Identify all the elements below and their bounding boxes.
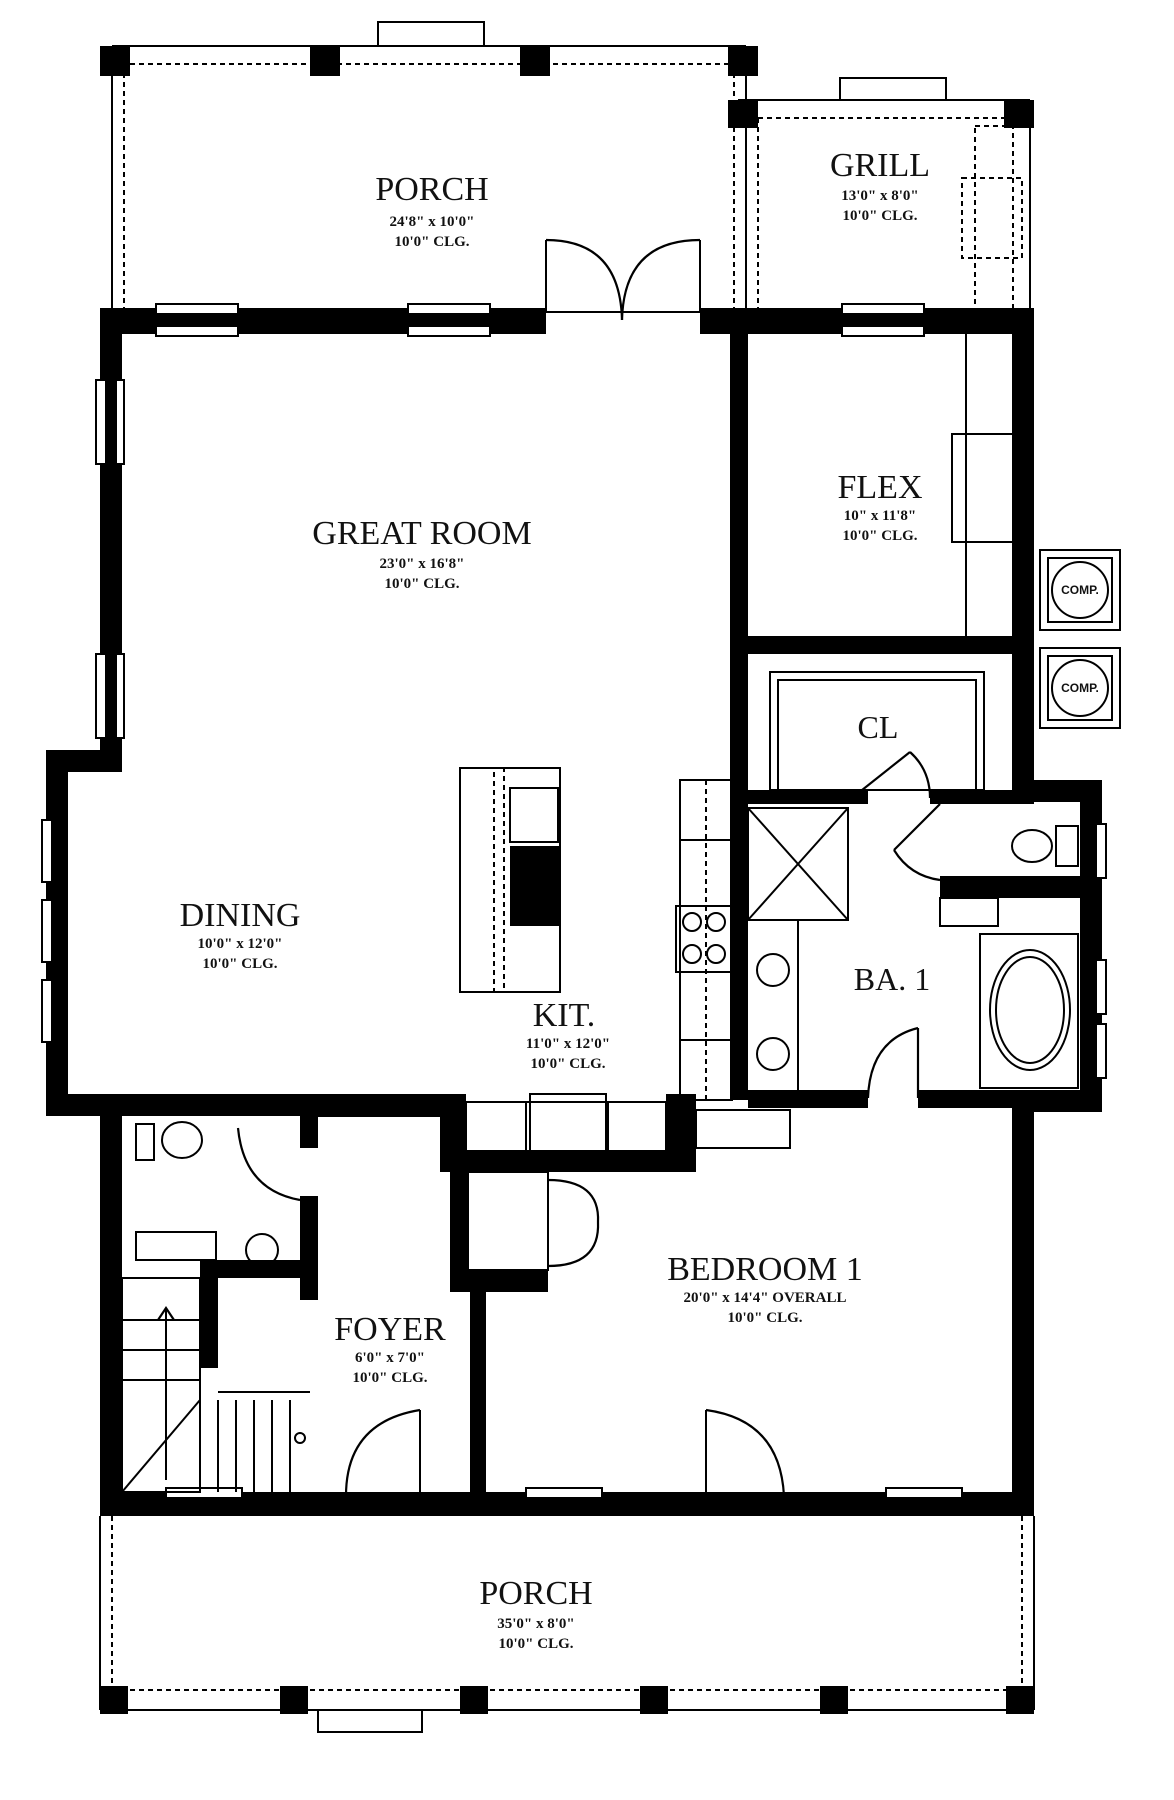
room-kitchen: KIT. 11'0" x 12'0" 10'0" CLG. (526, 997, 610, 1072)
room-ceiling: 10'0" CLG. (843, 528, 918, 544)
room-name: KIT. (533, 997, 596, 1034)
room-ceiling: 10'0" CLG. (843, 208, 918, 224)
room-dimensions: 35'0" x 8'0" (497, 1616, 575, 1632)
room-name: FLEX (838, 469, 923, 506)
room-name: FOYER (334, 1311, 446, 1348)
room-name: PORCH (479, 1575, 592, 1612)
room-bath-1: BA. 1 (854, 961, 930, 997)
room-porch-rear: PORCH 24'8" x 10'0" 10'0" CLG. (375, 171, 488, 250)
room-dining: DINING 10'0" x 12'0" 10'0" CLG. (180, 897, 301, 972)
room-name: BA. 1 (854, 961, 930, 997)
room-name: GREAT ROOM (312, 515, 531, 552)
room-name: BEDROOM 1 (667, 1251, 863, 1288)
room-dimensions: 11'0" x 12'0" (526, 1036, 610, 1052)
front-porch-structure (99, 1516, 1035, 1733)
room-ceiling: 10'0" CLG. (531, 1056, 606, 1072)
room-great-room: GREAT ROOM 23'0" x 16'8" 10'0" CLG. (312, 515, 531, 592)
comp-2-label: COMP. (1061, 681, 1099, 695)
room-name: GRILL (830, 147, 930, 184)
room-porch-front: PORCH 35'0" x 8'0" 10'0" CLG. (479, 1575, 592, 1652)
room-ceiling: 10'0" CLG. (395, 234, 470, 250)
room-dimensions: 20'0" x 14'4" OVERALL (684, 1290, 847, 1306)
room-ceiling: 10'0" CLG. (203, 956, 278, 972)
grill-structure (728, 77, 1034, 313)
room-closet: CL (858, 709, 899, 745)
room-foyer: FOYER 6'0" x 7'0" 10'0" CLG. (334, 1311, 446, 1386)
room-dimensions: 10'0" x 12'0" (198, 936, 283, 952)
comp-1-label: COMP. (1061, 583, 1099, 597)
room-dimensions: 10" x 11'8" (844, 508, 917, 524)
room-ceiling: 10'0" CLG. (353, 1370, 428, 1386)
room-dimensions: 23'0" x 16'8" (380, 556, 465, 572)
room-grill: GRILL 13'0" x 8'0" 10'0" CLG. (830, 147, 930, 224)
room-ceiling: 10'0" CLG. (728, 1310, 803, 1326)
room-name: CL (858, 709, 899, 745)
room-name: DINING (180, 897, 301, 934)
compressor-units (1039, 549, 1121, 729)
french-door (545, 238, 701, 321)
room-dimensions: 6'0" x 7'0" (355, 1350, 425, 1366)
room-ceiling: 10'0" CLG. (385, 576, 460, 592)
room-dimensions: 24'8" x 10'0" (390, 214, 475, 230)
room-ceiling: 10'0" CLG. (499, 1636, 574, 1652)
room-name: PORCH (375, 171, 488, 208)
rear-porch-structure (100, 21, 758, 312)
windows (41, 303, 1107, 1499)
interior-walls (121, 330, 1080, 1502)
room-dimensions: 13'0" x 8'0" (841, 188, 919, 204)
room-bedroom-1: BEDROOM 1 20'0" x 14'4" OVERALL 10'0" CL… (667, 1251, 863, 1326)
room-flex: FLEX 10" x 11'8" 10'0" CLG. (838, 469, 923, 544)
